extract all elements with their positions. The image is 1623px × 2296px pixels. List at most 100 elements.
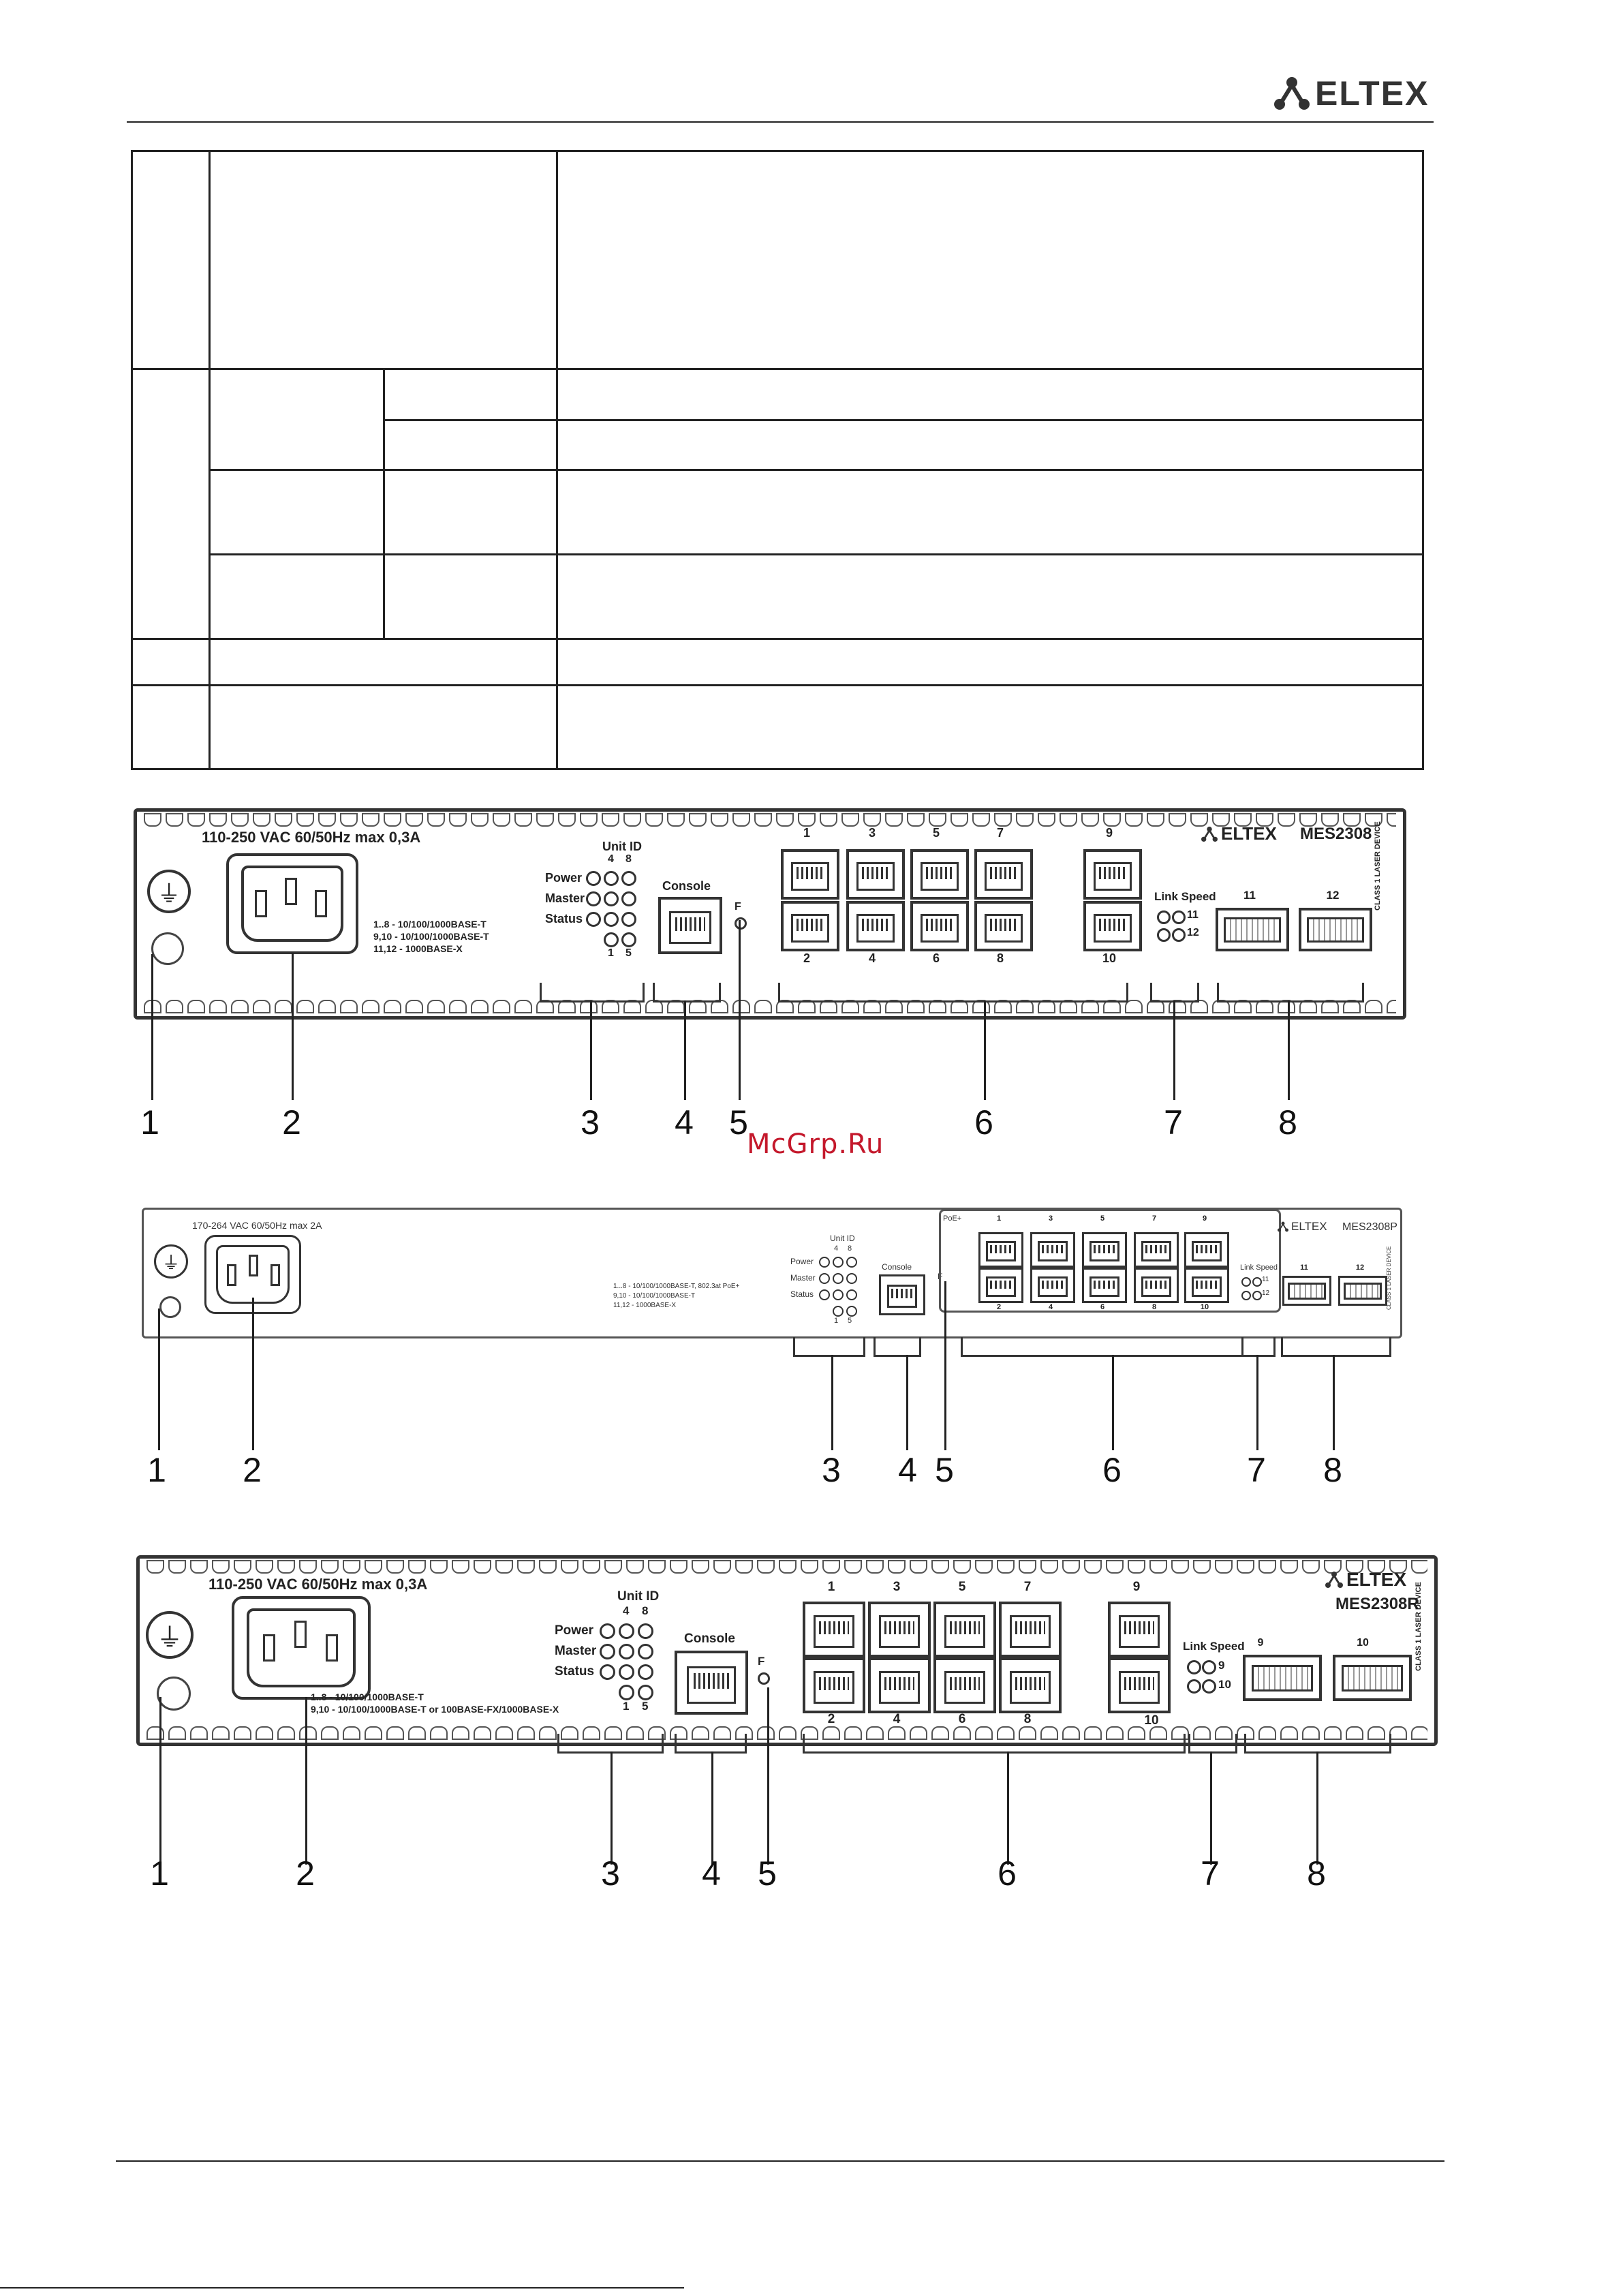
- model-name: MES2308P: [1342, 1221, 1397, 1233]
- port-10[interactable]: [1083, 901, 1142, 951]
- console-label: Console: [684, 1632, 735, 1646]
- console-port[interactable]: [658, 897, 722, 954]
- poe-group: [939, 1209, 1281, 1313]
- sfp-port-9[interactable]: [1243, 1655, 1322, 1701]
- port-9[interactable]: [1083, 849, 1142, 900]
- f-label: F: [758, 1655, 765, 1668]
- power-socket: [226, 853, 358, 954]
- port-1[interactable]: [781, 849, 839, 900]
- port-6[interactable]: [933, 1657, 996, 1713]
- port-5[interactable]: [1082, 1232, 1127, 1268]
- port-2[interactable]: [781, 901, 839, 951]
- bracket-3: [793, 1337, 865, 1357]
- port-2[interactable]: [978, 1268, 1023, 1303]
- ground-screw: [159, 1296, 181, 1318]
- bracket-4: [653, 983, 721, 1002]
- power-socket: [204, 1235, 301, 1314]
- status-led-label: Status: [545, 912, 583, 925]
- port-1[interactable]: [803, 1602, 865, 1657]
- port-9[interactable]: [1184, 1232, 1229, 1268]
- unit-id-label: Unit ID: [830, 1234, 855, 1243]
- eltex-logo-icon: [1325, 1572, 1343, 1588]
- eltex-logo-icon: [1201, 826, 1218, 842]
- port-7[interactable]: [974, 849, 1033, 900]
- port-10[interactable]: [1184, 1268, 1229, 1303]
- bracket-6: [803, 1734, 1186, 1754]
- bracket-8: [1281, 1337, 1391, 1357]
- power-rating: 110-250 VAC 60/50Hz max 0,3A: [208, 1576, 428, 1593]
- port-7[interactable]: [1134, 1232, 1179, 1268]
- bracket-3: [540, 983, 645, 1002]
- console-port[interactable]: [675, 1651, 748, 1715]
- power-led-label: Power: [545, 871, 583, 885]
- bracket-8: [1244, 1734, 1391, 1754]
- port-1[interactable]: [978, 1232, 1023, 1268]
- port-8[interactable]: [974, 901, 1033, 951]
- bracket-6: [961, 1337, 1276, 1357]
- spec-table: [131, 150, 1424, 770]
- power-rating: 110-250 VAC 60/50Hz max 0,3A: [202, 829, 421, 846]
- bracket-4: [874, 1337, 921, 1357]
- port-4[interactable]: [846, 901, 905, 951]
- unit-id-label: Unit ID: [602, 840, 642, 853]
- port-3[interactable]: [1030, 1232, 1075, 1268]
- bracket-4: [675, 1734, 747, 1754]
- unit-id-label: Unit ID: [617, 1589, 660, 1604]
- sfp-port-10[interactable]: [1333, 1655, 1412, 1701]
- port-8[interactable]: [999, 1657, 1062, 1713]
- device-mes2308: ⏚ 110-250 VAC 60/50Hz max 0,3A 1..8 - 10…: [134, 808, 1408, 1033]
- ground-screw: [157, 1677, 191, 1711]
- eltex-logo-icon: [1278, 1221, 1288, 1232]
- laser-warning: CLASS 1 LASER DEVICE: [1386, 1246, 1392, 1310]
- device-mes2308r: ⏚ 110-250 VAC 60/50Hz max 0,3A 1..8 - 10…: [136, 1555, 1438, 1760]
- bracket-6: [778, 983, 1128, 1002]
- device-brand: ELTEX: [1277, 1220, 1327, 1234]
- f-button[interactable]: [758, 1672, 770, 1685]
- f-button[interactable]: [735, 917, 747, 930]
- eltex-logo-icon: [1274, 77, 1310, 110]
- power-rating: 170-264 VAC 60/50Hz max 2A: [192, 1220, 322, 1231]
- ground-icon: ⏚: [147, 870, 191, 913]
- header-rule: [127, 121, 1434, 123]
- port-5[interactable]: [910, 849, 969, 900]
- f-label: F: [735, 901, 741, 913]
- bracket-8: [1217, 983, 1364, 1002]
- model-name: MES2308R: [1335, 1595, 1419, 1613]
- port-8[interactable]: [1134, 1268, 1179, 1303]
- sfp-port-12[interactable]: [1338, 1276, 1387, 1306]
- top-vents: [146, 1560, 1427, 1575]
- port-4[interactable]: [868, 1657, 931, 1713]
- port-4[interactable]: [1030, 1268, 1075, 1303]
- console-port[interactable]: [879, 1274, 925, 1315]
- port-6[interactable]: [910, 901, 969, 951]
- bracket-3: [557, 1734, 664, 1754]
- port-10[interactable]: [1108, 1657, 1171, 1713]
- device-brand: ELTEX: [1201, 823, 1277, 844]
- port-5[interactable]: [933, 1602, 996, 1657]
- brand-name: ELTEX: [1315, 74, 1429, 112]
- link-speed-label: Link Speed: [1240, 1264, 1278, 1272]
- footnote-rule: [0, 2287, 684, 2289]
- bracket-7: [1188, 1734, 1237, 1754]
- link-speed-label: Link Speed: [1154, 890, 1216, 903]
- device-mes2308p: ⏚ 170-264 VAC 60/50Hz max 2A 1...8 - 10/…: [142, 1208, 1402, 1344]
- port-3[interactable]: [846, 849, 905, 900]
- port-7[interactable]: [999, 1602, 1062, 1657]
- port-3[interactable]: [868, 1602, 931, 1657]
- link-speed-label: Link Speed: [1183, 1640, 1245, 1653]
- laser-warning: CLASS 1 LASER DEVICE: [1374, 821, 1382, 910]
- port-9[interactable]: [1108, 1602, 1171, 1657]
- ground-icon: ⏚: [146, 1611, 194, 1659]
- sfp-port-12[interactable]: [1299, 908, 1372, 951]
- poe-label: PoE+: [943, 1214, 962, 1223]
- bottom-vents: [144, 1000, 1396, 1015]
- sfp-port-11[interactable]: [1282, 1276, 1331, 1306]
- watermark: McGrp.Ru: [747, 1129, 884, 1160]
- sfp-port-11[interactable]: [1216, 908, 1289, 951]
- console-label: Console: [662, 879, 711, 893]
- footer-rule: [116, 2160, 1444, 2162]
- top-vents: [144, 813, 1396, 828]
- port-6[interactable]: [1082, 1268, 1127, 1303]
- port-2[interactable]: [803, 1657, 865, 1713]
- model-name: MES2308: [1300, 825, 1372, 843]
